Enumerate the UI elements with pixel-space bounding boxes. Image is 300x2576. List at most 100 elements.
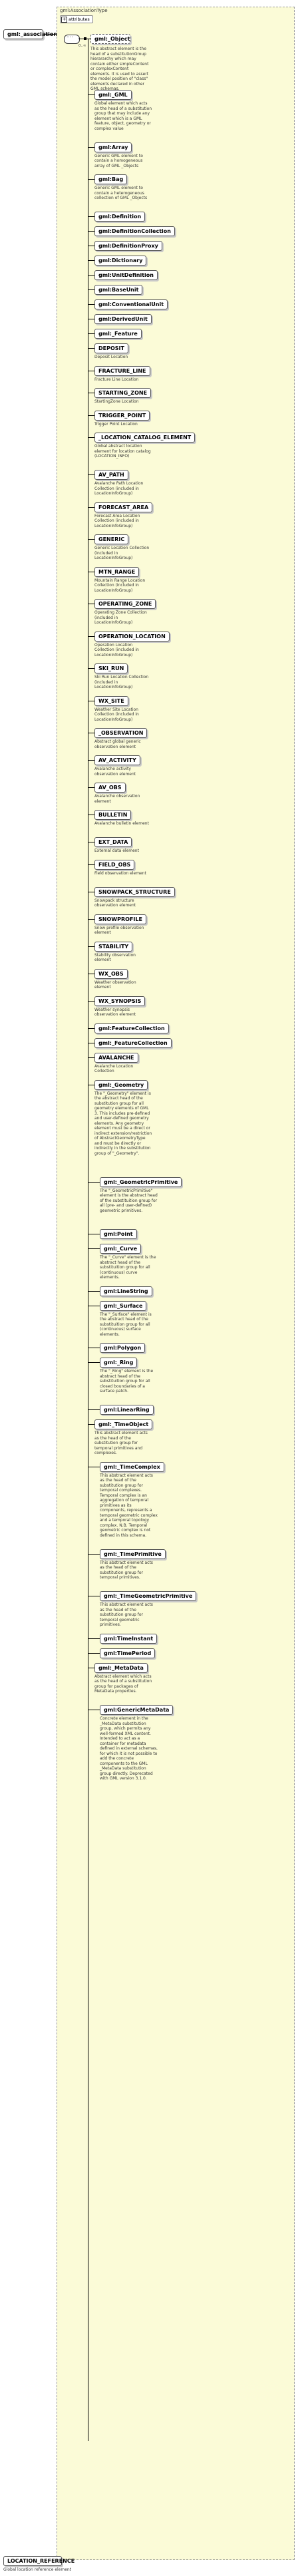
element-gml-definitioncollection[interactable]: gml:DefinitionCollection xyxy=(94,226,175,236)
connector xyxy=(88,275,94,276)
element-stability[interactable]: STABILITY xyxy=(94,941,133,952)
connector xyxy=(88,146,94,148)
element-av-path[interactable]: AV_PATH xyxy=(94,470,128,480)
element-snowpack-structure[interactable]: SNOWPACK_STRUCTURE xyxy=(94,886,175,897)
head-element[interactable]: gml:_Object xyxy=(90,34,130,44)
element-doc: Generic Location Collection (included in… xyxy=(94,546,150,560)
element-operating-zone[interactable]: OPERATING_ZONE xyxy=(94,599,156,609)
element-doc: Operation Location Collection (included … xyxy=(94,642,139,657)
element-gml-unitdefinition[interactable]: gml:UnitDefinition xyxy=(94,270,158,280)
element-doc: This abstract element acts as the head o… xyxy=(100,1473,158,1538)
element-gml-geometricprimitive[interactable]: gml:_GeometricPrimitive xyxy=(100,1177,182,1187)
attributes-box[interactable]: attributes xyxy=(60,15,93,23)
element-fracture-line[interactable]: FRACTURE_LINE xyxy=(94,365,150,376)
element-gml-timeperiod[interactable]: gml:TimePeriod xyxy=(100,1648,156,1658)
element-doc: Avalanche activity observation element xyxy=(94,767,136,777)
element-gml-timecomplex[interactable]: gml:_TimeComplex xyxy=(100,1461,164,1472)
element-gml-dictionary[interactable]: gml:Dictionary xyxy=(94,256,147,266)
element-gml-timegeometricprimitive[interactable]: gml:_TimeGeometricPrimitive xyxy=(100,1591,197,1601)
element-gml-metadata[interactable]: gml:_MetaData xyxy=(94,1662,148,1673)
connector xyxy=(88,1000,94,1002)
element-avalanche[interactable]: AVALANCHE xyxy=(94,1052,138,1063)
connector xyxy=(88,474,94,475)
element-bulletin[interactable]: BULLETIN xyxy=(94,810,132,820)
element-doc: Snowpack structure observation element xyxy=(94,898,136,908)
element-doc: Snow profile observation element xyxy=(94,925,144,936)
element-snowprofile[interactable]: SNOWPROFILE xyxy=(94,914,146,924)
connector xyxy=(88,1290,100,1292)
connector xyxy=(88,216,94,217)
element-operation-location[interactable]: OPERATION_LOCATION xyxy=(94,631,170,642)
element-doc: Stability observation element xyxy=(94,952,136,963)
element-doc: The "_Geometry" element is the abstract … xyxy=(94,1091,152,1156)
attributes-expand-icon[interactable]: + xyxy=(61,17,67,23)
element-gml-gml[interactable]: gml:_GML xyxy=(94,90,132,100)
element-deposit[interactable]: DEPOSIT xyxy=(94,343,128,353)
element-doc: Field observation element xyxy=(94,870,146,876)
footer-doc: Global location reference element xyxy=(3,2567,72,2572)
element-gml-surface[interactable]: gml:_Surface xyxy=(100,1300,147,1311)
element-gml-genericmetadata[interactable]: gml:GenericMetaData xyxy=(100,1705,174,1715)
element-generic[interactable]: GENERIC xyxy=(94,534,129,544)
element-wx-obs[interactable]: WX_OBS xyxy=(94,968,128,979)
connector xyxy=(88,946,94,947)
element-gml-curve[interactable]: gml:_Curve xyxy=(100,1244,142,1254)
connector xyxy=(88,94,94,95)
element-field-obs[interactable]: FIELD_OBS xyxy=(94,859,135,870)
element-doc: Weather observation element xyxy=(94,980,136,990)
association-type-frame xyxy=(57,7,295,2560)
element-doc: The "_GeometricPrimitive" element is the… xyxy=(100,1188,158,1213)
element-doc: Deposit Location xyxy=(94,355,128,359)
element-gml-linearring[interactable]: gml:LinearRing xyxy=(100,1405,154,1415)
element-doc: Abstract global generic observation elem… xyxy=(94,739,141,749)
root-element[interactable]: gml:_association xyxy=(3,29,57,39)
element-starting-zone[interactable]: STARTING_ZONE xyxy=(94,388,152,398)
element-gml-featurecollection[interactable]: gml:FeatureCollection xyxy=(94,1023,169,1033)
connector xyxy=(88,415,94,416)
element-av-obs[interactable]: AV_OBS xyxy=(94,783,126,793)
connector xyxy=(88,668,94,669)
connector xyxy=(88,787,94,788)
element-gml-timeinstant[interactable]: gml:TimeInstant xyxy=(100,1633,158,1644)
element-forecast-area[interactable]: FORECAST_AREA xyxy=(94,502,153,512)
element-gml-polygon[interactable]: gml:Polygon xyxy=(100,1343,146,1353)
connector xyxy=(88,1638,100,1639)
element-trigger-point[interactable]: TRIGGER_POINT xyxy=(94,410,150,421)
connector xyxy=(88,260,94,261)
element-ski-run[interactable]: SKI_RUN xyxy=(94,663,128,673)
element--observation[interactable]: _OBSERVATION xyxy=(94,728,148,738)
element-gml-featurecollection[interactable]: gml:_FeatureCollection xyxy=(94,1037,172,1048)
connector xyxy=(88,1248,100,1249)
element-gml-feature[interactable]: gml:_Feature xyxy=(94,329,142,339)
element-doc: External data element xyxy=(94,848,139,853)
element-gml-timeobject[interactable]: gml:_TimeObject xyxy=(94,1419,153,1429)
element-ext-data[interactable]: EXT_DATA xyxy=(94,837,132,847)
element-gml-baseunit[interactable]: gml:BaseUnit xyxy=(94,285,143,295)
element-wx-site[interactable]: WX_SITE xyxy=(94,695,128,706)
connector xyxy=(88,1553,100,1555)
connector xyxy=(88,1424,94,1425)
footer-element[interactable]: LOCATION_REFERENCE xyxy=(3,2556,75,2566)
element-gml-bag[interactable]: gml:Bag xyxy=(94,174,128,184)
element-av-activity[interactable]: AV_ACTIVITY xyxy=(94,755,140,765)
element-gml-definitionproxy[interactable]: gml:DefinitionProxy xyxy=(94,241,162,251)
element-gml-array[interactable]: gml:Array xyxy=(94,142,132,152)
element-gml-conventionalunit[interactable]: gml:ConventionalUnit xyxy=(94,299,168,309)
element-gml-ring[interactable]: gml:_Ring xyxy=(100,1358,138,1368)
element-gml-linestring[interactable]: gml:LineString xyxy=(100,1286,152,1296)
element--location-catalog-element[interactable]: _LOCATION_CATALOG_ELEMENT xyxy=(94,433,196,443)
element-gml-definition[interactable]: gml:Definition xyxy=(94,212,146,222)
element-wx-synopsis[interactable]: WX_SYNOPSIS xyxy=(94,996,146,1006)
connector xyxy=(88,539,94,540)
element-mtn-range[interactable]: MTN_RANGE xyxy=(94,566,140,577)
connector xyxy=(88,918,94,920)
element-doc: Fracture Line Location xyxy=(94,377,139,382)
connector xyxy=(88,636,94,637)
element-doc: This abstract element acts as the head o… xyxy=(100,1560,153,1580)
element-gml-geometry[interactable]: gml:_Geometry xyxy=(94,1079,148,1090)
element-gml-derivedunit[interactable]: gml:DerivedUnit xyxy=(94,314,152,324)
element-gml-point[interactable]: gml:Point xyxy=(100,1229,137,1239)
element-doc: This abstract element acts as the head o… xyxy=(100,1602,153,1627)
element-gml-timeprimitive[interactable]: gml:_TimePrimitive xyxy=(100,1549,166,1559)
connector xyxy=(88,1057,94,1058)
